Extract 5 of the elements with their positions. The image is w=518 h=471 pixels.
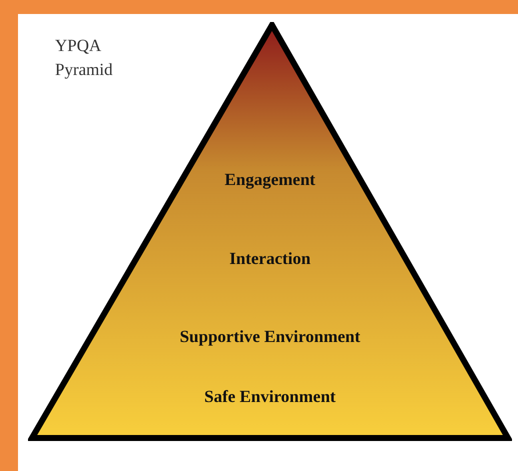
tier-label: Supportive Environment <box>180 327 360 347</box>
tier-label: Engagement <box>224 170 316 190</box>
tier-label: Safe Environment <box>204 387 336 407</box>
title: YPQA Pyramid <box>55 35 114 81</box>
tier-label: Interaction <box>229 249 311 269</box>
